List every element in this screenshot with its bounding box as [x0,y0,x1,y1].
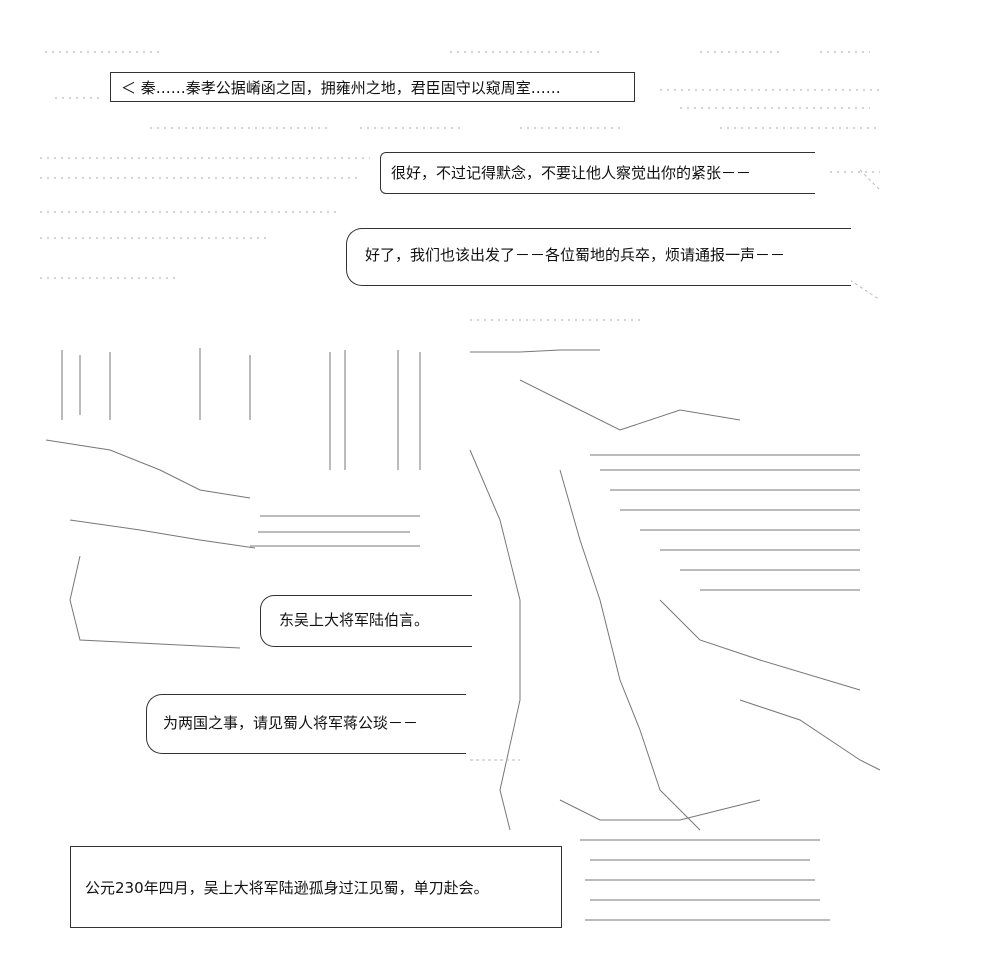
dialogue-line-4: 东吴上大将军陆伯言。 [279,611,430,629]
dialogue-box-1: ＜ 秦……秦孝公据崤函之固，拥雍州之地，君臣固守以窥周室…… [110,72,635,102]
dialogue-box-4: 东吴上大将军陆伯言。 [260,595,472,647]
narration-box: 公元230年四月，吴上大将军陆逊孤身过江见蜀，单刀赴会。 [70,846,562,928]
dialogue-line-3: 好了，我们也该出发了－－各位蜀地的兵卒，烦请通报一声－－ [365,246,786,264]
dialogue-box-3: 好了，我们也该出发了－－各位蜀地的兵卒，烦请通报一声－－ [346,228,851,286]
narration-text: 公元230年四月，吴上大将军陆逊孤身过江见蜀，单刀赴会。 [85,879,489,897]
dialogue-line-2: 很好，不过记得默念，不要让他人察觉出你的紧张－－ [391,164,752,182]
dialogue-line-5: 为两国之事，请见蜀人将军蒋公琰－－ [163,714,419,732]
dialogue-box-5: 为两国之事，请见蜀人将军蒋公琰－－ [146,694,466,754]
dialogue-line-1: ＜ 秦……秦孝公据崤函之固，拥雍州之地，君臣固守以窥周室…… [121,79,561,97]
dialogue-box-2: 很好，不过记得默念，不要让他人察觉出你的紧张－－ [380,152,815,194]
